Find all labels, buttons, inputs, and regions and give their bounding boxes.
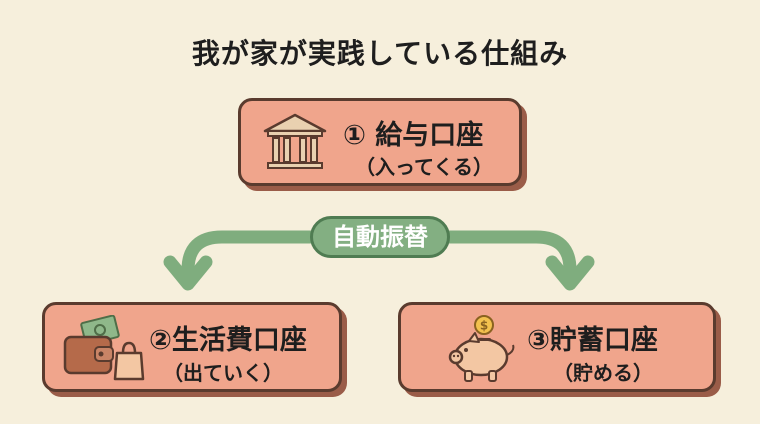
living-account-sub: （出ていく） [163,361,283,385]
living-account-label: ②生活費口座 [149,325,307,356]
arrow-to-living [181,230,319,285]
savings-account-label: ③貯蓄口座 [527,325,658,356]
arrowhead-savings [545,255,595,291]
savings-account-sub: （貯める） [553,361,653,385]
wallet-shopping-bag-icon [63,315,145,381]
piggy-bank-icon: $ [448,315,515,382]
bank-icon [263,113,327,169]
arrow-to-savings [441,230,577,285]
svg-text:$: $ [480,319,488,333]
arrowhead-living [163,255,213,291]
salary-account-box: ① 給与口座 （入ってくる） [238,98,522,186]
salary-account-sub: （入ってくる） [355,155,493,179]
savings-account-box: $ ③貯蓄口座 （貯める） [398,302,716,392]
salary-account-label: ① 給与口座 [343,120,484,151]
diagram-title: 我が家が実践している仕組み [191,37,569,70]
living-account-box: ②生活費口座 （出ていく） [42,302,342,392]
auto-transfer-badge: 自動振替 [310,216,450,258]
